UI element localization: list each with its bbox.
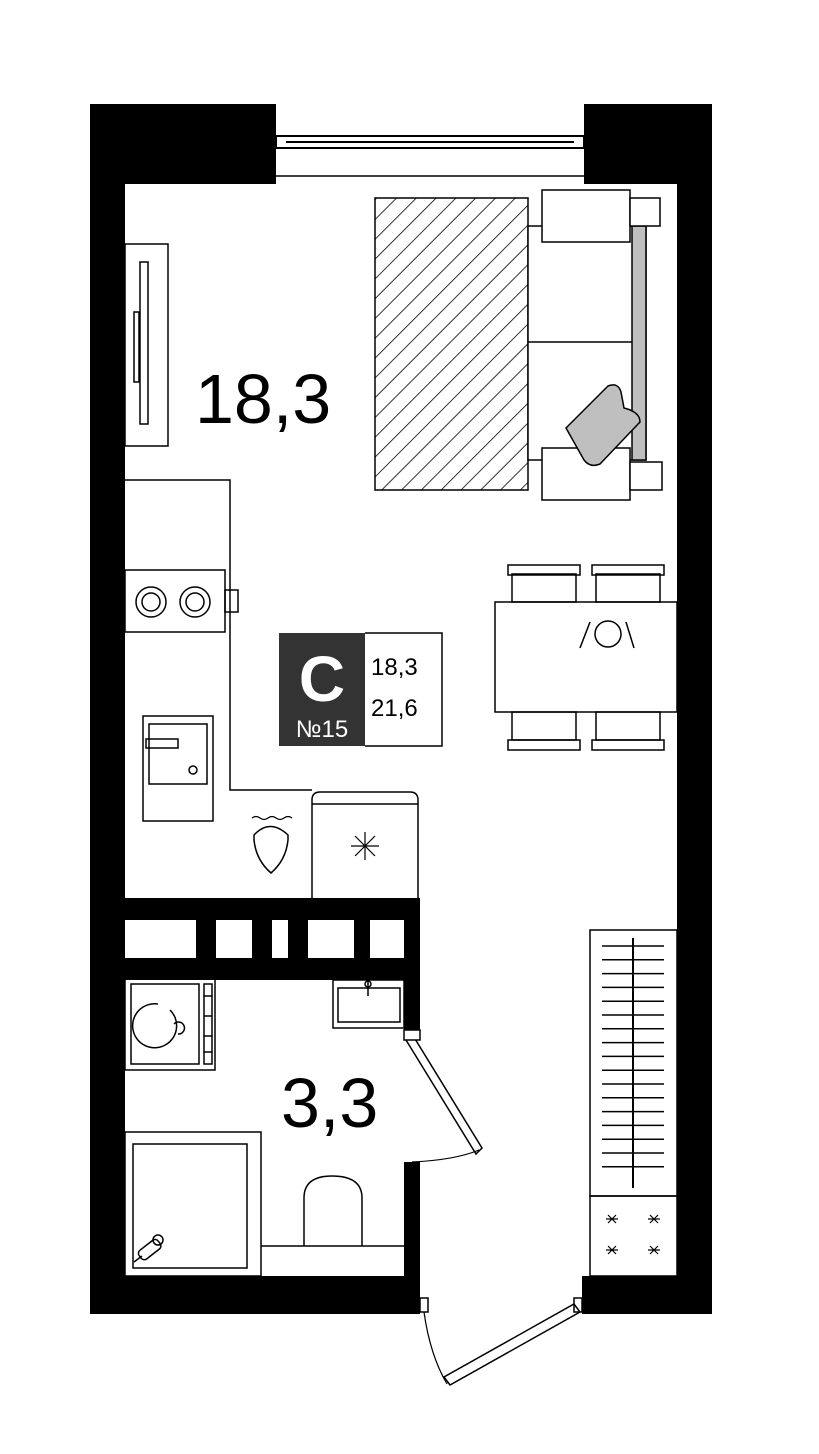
bathroom-partition	[125, 898, 420, 1276]
badge-type-letter: C	[299, 643, 345, 715]
panel-icon	[606, 1214, 660, 1255]
shower-head-icon	[133, 1234, 164, 1263]
shower-cabin	[124, 1131, 262, 1277]
bathroom-door	[403, 1029, 483, 1163]
electric-panel	[589, 1195, 678, 1277]
toilet-icon	[261, 1175, 404, 1247]
boiler-icon	[251, 815, 293, 874]
entrance-door	[419, 1297, 583, 1386]
bathroom-area: 3,3	[281, 1064, 378, 1142]
dining-table	[494, 564, 678, 751]
badge-living-area: 18,3	[371, 654, 418, 681]
radiator	[589, 929, 678, 1197]
bathroom-sink-icon	[332, 979, 405, 1029]
window	[275, 135, 585, 177]
outer-walls	[90, 104, 712, 1314]
badge-total-area: 21,6	[371, 695, 418, 722]
stove-icon	[135, 586, 211, 618]
kitchen-sink-icon	[142, 715, 214, 822]
snowflake-icon	[351, 832, 379, 860]
kitchen-counter	[124, 479, 312, 791]
wardrobe	[124, 243, 169, 447]
pillow-icon	[565, 384, 641, 467]
vent-openings	[272, 946, 288, 958]
lamp-icon	[579, 620, 635, 649]
main-room-area: 18,3	[195, 360, 331, 438]
badge-apartment-number: №15	[296, 716, 348, 743]
washing-machine	[124, 977, 216, 1071]
badge-background	[279, 633, 365, 746]
apartment-badge: C №15 18,3 21,6	[279, 632, 443, 747]
fridge	[311, 791, 419, 898]
bed	[374, 189, 663, 501]
radiator-fins	[602, 945, 664, 1168]
